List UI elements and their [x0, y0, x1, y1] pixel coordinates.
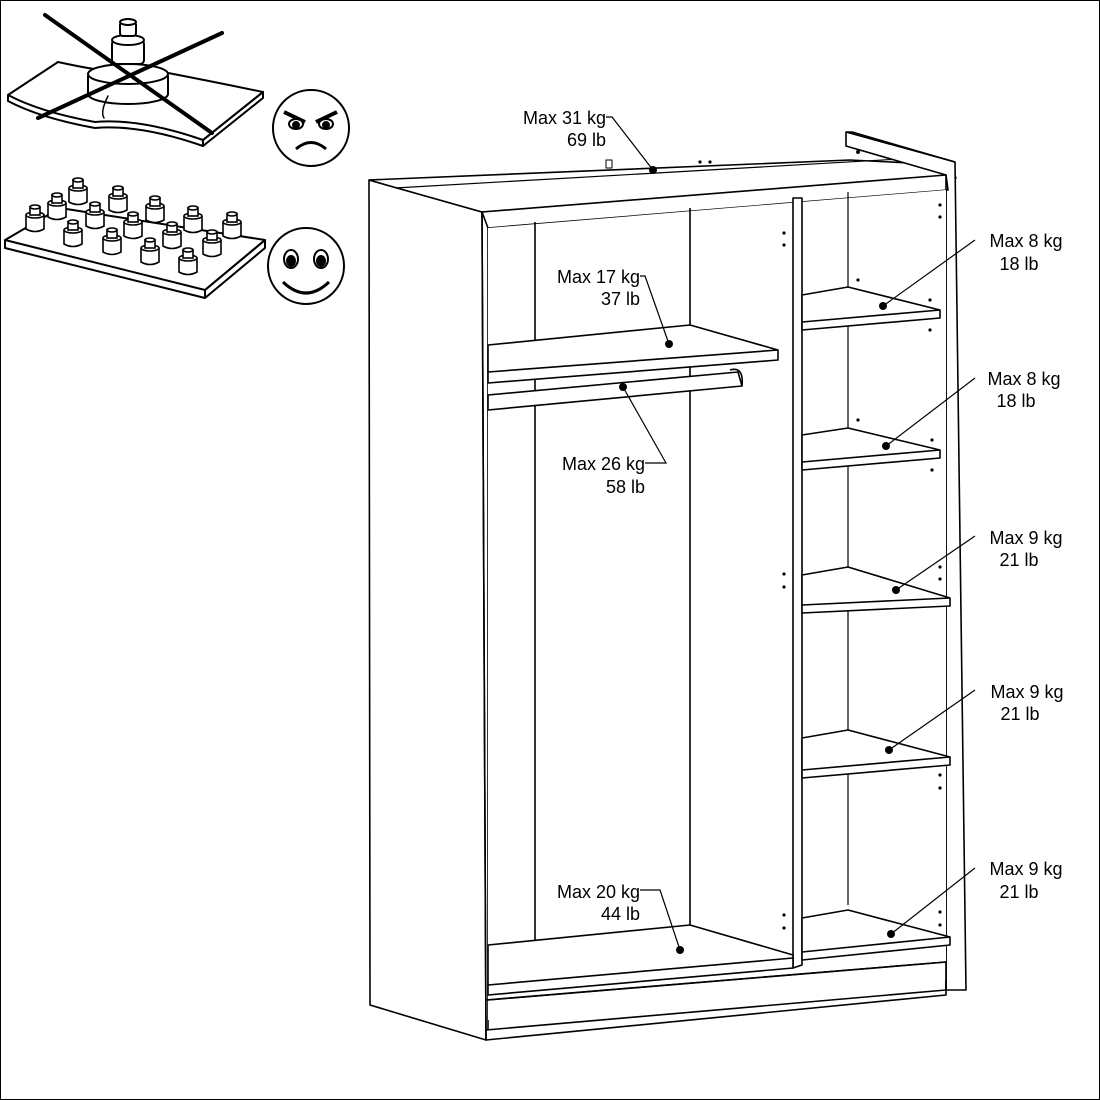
bottom-left-kg-label: Max 20 kg [557, 882, 640, 902]
smiling-face-icon [267, 227, 345, 305]
bottom-left-lb-label: 44 lb [601, 904, 640, 924]
rail-load-point [619, 383, 627, 391]
shelf1-load-point [879, 302, 887, 310]
left-shelf-lb-label: 37 lb [601, 289, 640, 309]
shelf3-kg-label: Max 9 kg [989, 528, 1062, 548]
wardrobe-drawing [368, 131, 967, 1041]
small-weights-group [25, 177, 242, 276]
cross-line-2 [36, 31, 224, 120]
shelf4-lb-label: 21 lb [1000, 704, 1039, 724]
small-weight-icon [25, 204, 45, 233]
angry-face-icon [272, 89, 350, 167]
small-weight-icon [102, 227, 122, 256]
left-side-panel [368, 179, 487, 1041]
small-weight-icon [202, 229, 222, 258]
small-weight-icon [47, 192, 67, 221]
shelf2-load-point [882, 442, 890, 450]
small-weight-icon [123, 211, 143, 240]
small-weight-icon [145, 195, 165, 224]
middle-divider [792, 197, 803, 969]
small-weight-icon [162, 221, 182, 250]
left-shelf-load-point [665, 340, 673, 348]
small-weight-icon [140, 237, 160, 266]
top-load-point [649, 166, 657, 174]
peg-holes [698, 150, 942, 930]
rail-kg-label: Max 26 kg [562, 454, 645, 474]
shelf4-kg-label: Max 9 kg [990, 682, 1063, 702]
small-weight-icon [178, 247, 198, 276]
small-weight-icon [108, 185, 128, 214]
top-lb-label: 69 lb [567, 130, 606, 150]
rail-lb-label: 58 lb [606, 477, 645, 497]
small-weight-icon [63, 219, 83, 248]
incorrect-load-illustration [7, 13, 264, 147]
top-connector [605, 159, 613, 169]
load-labels: Max 31 kg 69 lb Max 17 kg 37 lb Max 26 k… [523, 108, 1064, 954]
shelf4-load-point [885, 746, 893, 754]
small-weight-icon [68, 177, 88, 206]
small-weight-icon [183, 205, 203, 234]
small-weight-icon [222, 211, 242, 240]
shelf5-lb-label: 21 lb [999, 882, 1038, 902]
left-shelf-kg-label: Max 17 kg [557, 267, 640, 287]
shelf3-load-point [892, 586, 900, 594]
small-weight-icon [85, 201, 105, 230]
shelf1-kg-label: Max 8 kg [989, 231, 1062, 251]
shelf5-load-point [887, 930, 895, 938]
shelf2-kg-label: Max 8 kg [987, 369, 1060, 389]
shelf2-lb-label: 18 lb [996, 391, 1035, 411]
top-kg-label: Max 31 kg [523, 108, 606, 128]
left-shelf [487, 324, 779, 384]
right-shelf-3 [801, 566, 951, 614]
bottom-left-load-point [676, 946, 684, 954]
shelf5-kg-label: Max 9 kg [989, 859, 1062, 879]
shelf3-lb-label: 21 lb [999, 550, 1038, 570]
front-top-rail [481, 174, 949, 229]
shelf1-lb-label: 18 lb [999, 254, 1038, 274]
